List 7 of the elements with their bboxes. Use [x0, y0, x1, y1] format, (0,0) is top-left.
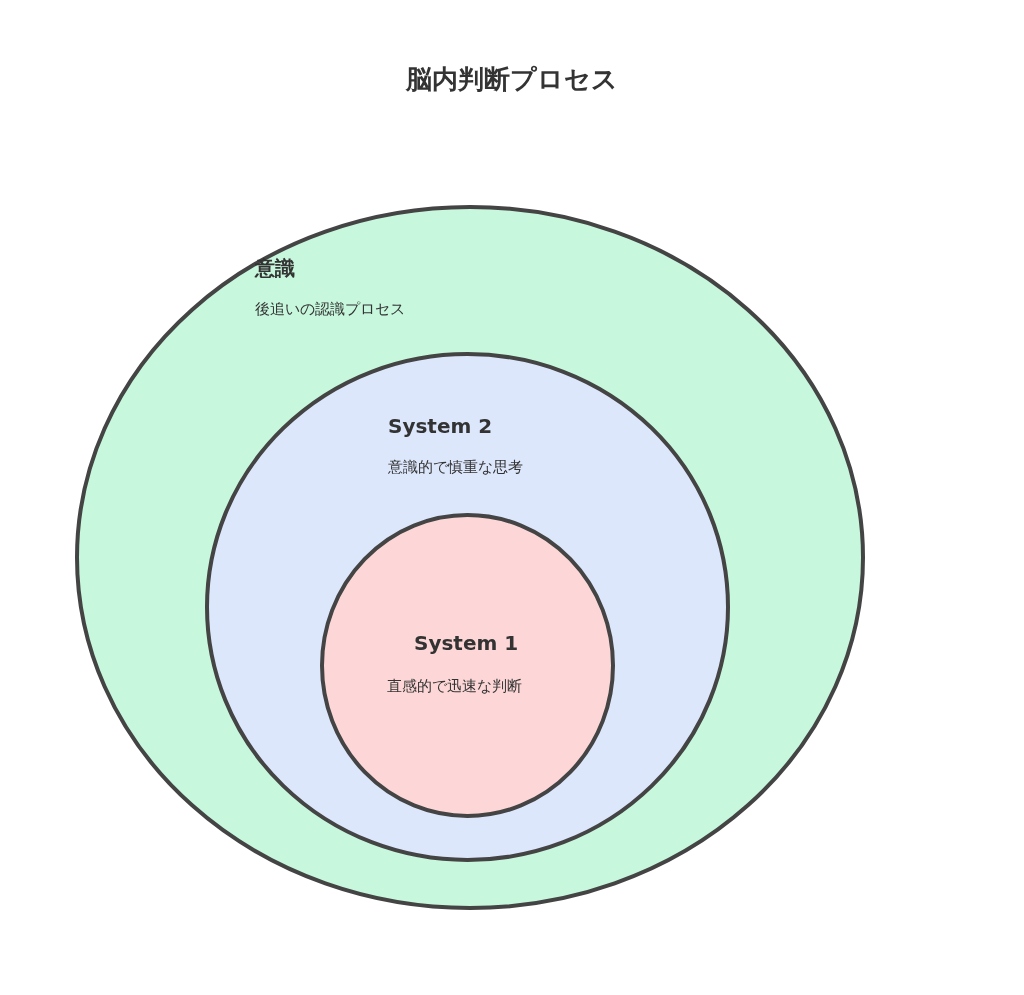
layer-description: 直感的で迅速な判断	[387, 677, 522, 696]
layer-heading: System 1	[414, 631, 519, 655]
layer-description: 意識的で慎重な思考	[388, 458, 523, 477]
layer-description: 後追いの認識プロセス	[255, 300, 405, 319]
diagram-title: 脳内判断プロセス	[406, 63, 618, 96]
layer-heading: 意識	[255, 255, 295, 282]
layer-heading: System 2	[388, 414, 493, 438]
